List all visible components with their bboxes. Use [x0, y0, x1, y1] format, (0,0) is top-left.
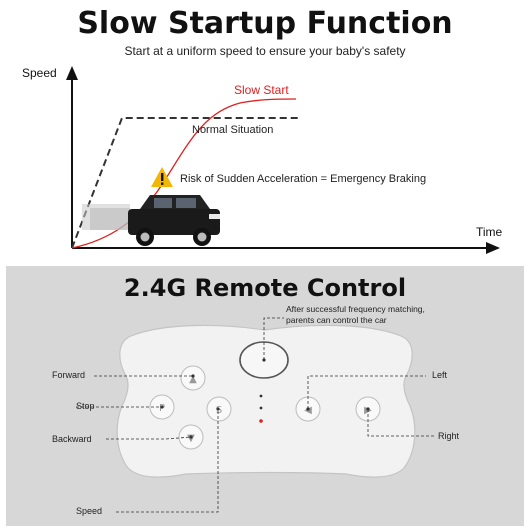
x-axis-arrow	[486, 242, 500, 254]
speed-time-graph	[66, 66, 500, 254]
right-label: Right	[438, 431, 460, 441]
indicator-dot	[259, 394, 263, 398]
indicator-dot	[259, 406, 263, 410]
normal-situation-label: Normal Situation	[192, 124, 274, 136]
toy-car-image	[82, 195, 220, 246]
speed-icon: S	[216, 405, 222, 416]
slow-start-curve	[71, 98, 297, 249]
remote-control-panel: 2.4G Remote Control After successful fre…	[6, 266, 524, 526]
pairing-note-line-1: After successful frequency matching,	[286, 304, 425, 314]
leader-left	[307, 375, 426, 409]
slow-start-label: Slow Start	[234, 83, 289, 97]
page-title: Slow Startup Function	[77, 6, 453, 41]
remote-title: 2.4G Remote Control	[123, 274, 407, 302]
pairing-note-line-2: parents can control the car	[286, 315, 387, 325]
y-axis-label: Speed	[22, 66, 57, 80]
backward-label: Backward	[52, 434, 92, 444]
speed-label: Speed	[76, 506, 103, 516]
indicator-led	[259, 419, 263, 423]
page-subtitle: Start at a uniform speed to ensure your …	[124, 44, 406, 58]
stop-label: Stop	[76, 401, 95, 411]
slow-startup-panel: Slow Startup Function Start at a uniform…	[0, 0, 530, 262]
remote-control-illustration: ▲ P S ▼ ◀ ▶	[76, 317, 434, 513]
leader-speed	[116, 409, 219, 513]
leader-backward	[106, 436, 192, 440]
left-label: Left	[432, 370, 448, 380]
risk-label: Risk of Sudden Acceleration = Emergency …	[180, 173, 427, 185]
x-axis-label: Time	[476, 225, 503, 239]
warning-icon	[151, 167, 173, 187]
leader-right	[367, 409, 434, 437]
forward-label: Forward	[52, 370, 86, 380]
pairing-note: After successful frequency matching, par…	[286, 304, 486, 326]
leader-pairing	[263, 317, 284, 360]
forward-button	[180, 365, 206, 391]
forward-arrow-icon: ▲	[189, 374, 197, 385]
y-axis-arrow	[66, 66, 78, 80]
